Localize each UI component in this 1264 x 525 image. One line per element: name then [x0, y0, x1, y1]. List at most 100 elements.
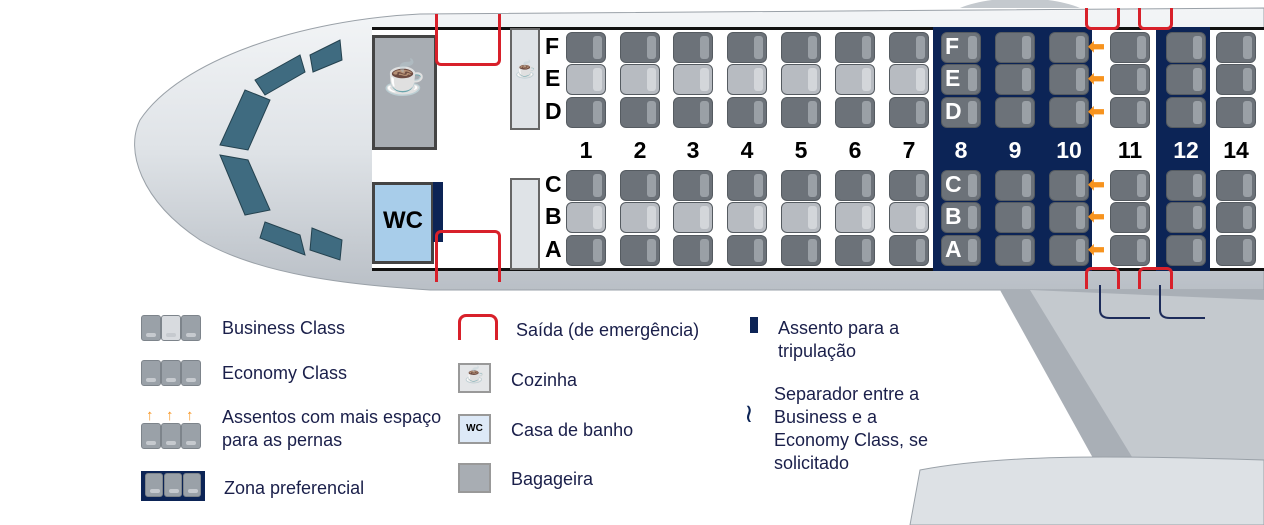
legroom-arrow-icon: ⬅ — [1088, 239, 1105, 261]
seat-11A[interactable] — [1110, 235, 1150, 266]
seat-14C[interactable] — [1216, 170, 1256, 201]
legroom-arrow-icon: ⬅ — [1088, 36, 1105, 58]
seat-9C[interactable] — [995, 170, 1035, 201]
coffee-cup-icon: ☕ — [515, 60, 537, 79]
seat-14A[interactable] — [1216, 235, 1256, 266]
seat-11D[interactable] — [1110, 97, 1150, 128]
seat-4E[interactable] — [727, 64, 767, 95]
seat-9B[interactable] — [995, 202, 1035, 233]
seat-6C[interactable] — [835, 170, 875, 201]
legend-toilet: Casa de banho — [511, 420, 634, 440]
seat-10C[interactable] — [1049, 170, 1089, 201]
seat-6F[interactable] — [835, 32, 875, 63]
seat-1E[interactable] — [566, 64, 606, 95]
seat-3D[interactable] — [673, 97, 713, 128]
seat-2E[interactable] — [620, 64, 660, 95]
row-number: 5 — [794, 137, 808, 163]
seat-14F[interactable] — [1216, 32, 1256, 63]
seat-10A[interactable] — [1049, 235, 1089, 266]
seat-letter: E — [945, 65, 961, 91]
seat-4C[interactable] — [727, 170, 767, 201]
seat-11B[interactable] — [1110, 202, 1150, 233]
seat-8C[interactable] — [941, 170, 981, 201]
seat-7F[interactable] — [889, 32, 929, 63]
emergency-exit — [435, 14, 501, 66]
seat-5B[interactable] — [781, 202, 821, 233]
legend-exit: Saída (de emergência) — [516, 320, 700, 340]
seat-12D[interactable] — [1166, 97, 1206, 128]
seat-3E[interactable] — [673, 64, 713, 95]
seat-6D[interactable] — [835, 97, 875, 128]
seat-5D[interactable] — [781, 97, 821, 128]
seat-6B[interactable] — [835, 202, 875, 233]
seat-5C[interactable] — [781, 170, 821, 201]
seat-2B[interactable] — [620, 202, 660, 233]
seat-3C[interactable] — [673, 170, 713, 201]
seat-6A[interactable] — [835, 235, 875, 266]
seat-7D[interactable] — [889, 97, 929, 128]
seat-1C[interactable] — [566, 170, 606, 201]
seat-letter: C — [945, 171, 962, 197]
seat-2D[interactable] — [620, 97, 660, 128]
seat-12A[interactable] — [1166, 235, 1206, 266]
seat-2F[interactable] — [620, 32, 660, 63]
row-number: 1 — [579, 137, 593, 163]
seat-4B[interactable] — [727, 202, 767, 233]
seat-11C[interactable] — [1110, 170, 1150, 201]
seat-3B[interactable] — [673, 202, 713, 233]
galley-side: ☕ — [510, 28, 540, 130]
seat-2C[interactable] — [620, 170, 660, 201]
seat-8D[interactable] — [941, 97, 981, 128]
seat-1B[interactable] — [566, 202, 606, 233]
seat-1A[interactable] — [566, 235, 606, 266]
legroom-arrow-icon: ⬅ — [1088, 101, 1105, 123]
seat-14E[interactable] — [1216, 64, 1256, 95]
seat-12C[interactable] — [1166, 170, 1206, 201]
seat-10E[interactable] — [1049, 64, 1089, 95]
seat-5E[interactable] — [781, 64, 821, 95]
seat-9A[interactable] — [995, 235, 1035, 266]
seat-12F[interactable] — [1166, 32, 1206, 63]
seat-letter: A — [545, 236, 562, 262]
seat-9F[interactable] — [995, 32, 1035, 63]
seat-letter: F — [545, 33, 560, 59]
legroom-arrow-icon: ⬅ — [1088, 68, 1105, 90]
seat-12B[interactable] — [1166, 202, 1206, 233]
legend-stowage: Bagageira — [511, 469, 594, 489]
seat-8B[interactable] — [941, 202, 981, 233]
seat-6E[interactable] — [835, 64, 875, 95]
seat-2A[interactable] — [620, 235, 660, 266]
seat-5F[interactable] — [781, 32, 821, 63]
seat-3A[interactable] — [673, 235, 713, 266]
seat-4D[interactable] — [727, 97, 767, 128]
row-number: 3 — [686, 137, 700, 163]
legend-crew-seat-icon — [750, 317, 758, 333]
seat-9D[interactable] — [995, 97, 1035, 128]
seat-7B[interactable] — [889, 202, 929, 233]
seat-8E[interactable] — [941, 64, 981, 95]
seat-8A[interactable] — [941, 235, 981, 266]
legend-crew-seat: Assento para a tripulação — [778, 318, 900, 361]
seat-8F[interactable] — [941, 32, 981, 63]
seat-10D[interactable] — [1049, 97, 1089, 128]
seat-4A[interactable] — [727, 235, 767, 266]
seat-7C[interactable] — [889, 170, 929, 201]
seat-3F[interactable] — [673, 32, 713, 63]
seat-11E[interactable] — [1110, 64, 1150, 95]
seat-9E[interactable] — [995, 64, 1035, 95]
seat-10B[interactable] — [1049, 202, 1089, 233]
seat-7A[interactable] — [889, 235, 929, 266]
legend-galley-icon: ☕ — [458, 363, 491, 393]
seat-11F[interactable] — [1110, 32, 1150, 63]
seat-4F[interactable] — [727, 32, 767, 63]
seat-7E[interactable] — [889, 64, 929, 95]
seat-5A[interactable] — [781, 235, 821, 266]
seat-12E[interactable] — [1166, 64, 1206, 95]
seat-14D[interactable] — [1216, 97, 1256, 128]
coffee-cup-icon: ☕ — [383, 59, 426, 97]
seat-1D[interactable] — [566, 97, 606, 128]
seat-14B[interactable] — [1216, 202, 1256, 233]
seat-1F[interactable] — [566, 32, 606, 63]
seat-10F[interactable] — [1049, 32, 1089, 63]
legend-separator-icon: ≀ — [744, 398, 754, 428]
